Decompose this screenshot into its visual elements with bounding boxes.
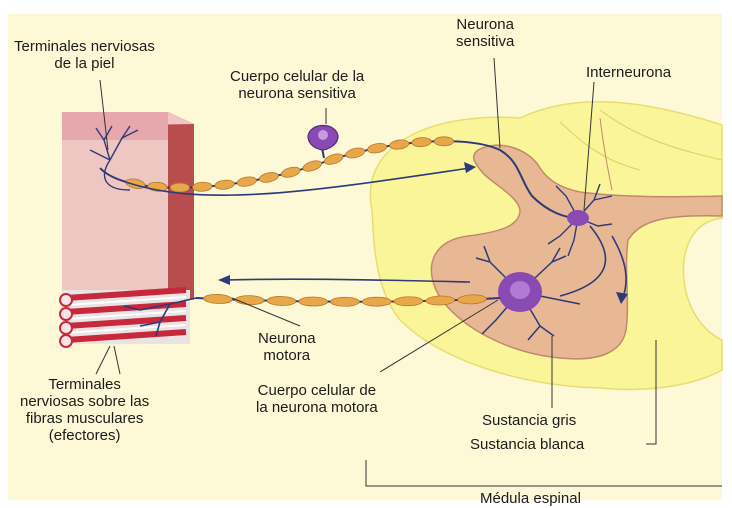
myelin-segment <box>394 296 423 306</box>
label-white-matter: Sustancia blanca <box>470 436 584 453</box>
label-skin-terminals: Terminales nerviosas de la piel <box>14 38 155 72</box>
myelin-segment <box>267 296 296 306</box>
myelin-segment <box>362 297 391 306</box>
myelin-segment <box>170 183 189 192</box>
label-sensory-neuron: Neurona sensitiva <box>456 16 514 50</box>
myelin-segment <box>331 297 360 306</box>
skin-block-side <box>168 112 194 300</box>
label-motor-neuron: Neurona motora <box>258 330 316 364</box>
label-motor-cell-body: Cuerpo celular de la neurona motora <box>256 382 378 416</box>
label-interneuron: Interneurona <box>586 64 671 81</box>
label-sensory-cell-body: Cuerpo celular de la neurona sensitiva <box>230 68 364 102</box>
muscle-fibers <box>60 290 190 347</box>
myelin-segment <box>434 137 453 146</box>
label-muscle-terminals: Terminales nerviosas sobre las fibras mu… <box>20 376 149 444</box>
label-gray-matter: Sustancia gris <box>482 412 576 429</box>
myelin-segment <box>299 297 328 306</box>
label-spinal-cord: Médula espinal <box>480 490 581 507</box>
